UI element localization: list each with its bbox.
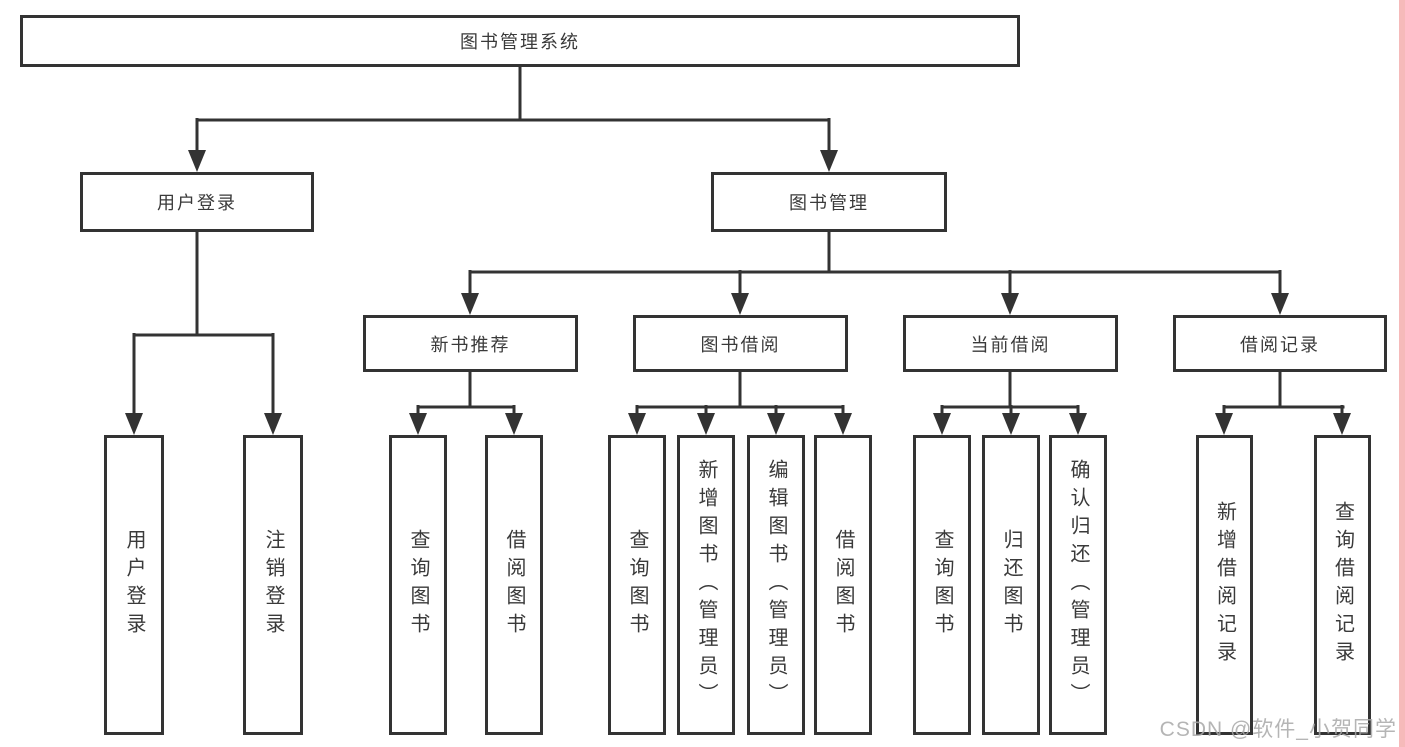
node-label: 查询图书 [931,529,953,641]
node-label: 图书借阅 [700,334,781,355]
node-label: 借阅图书 [832,529,854,641]
node-leaf-add-borrow-record: 新增借阅记录 [1196,435,1253,735]
node-label: 新书推荐 [430,334,511,355]
node-label: 确认归还（管理员） [1067,459,1089,711]
node-book-borrowing: 图书借阅 [633,315,848,372]
node-label: 当前借阅 [970,334,1051,355]
node-leaf-query-books-current: 查询图书 [913,435,971,735]
node-label: 编辑图书（管理员） [765,459,787,711]
node-label: 新增图书（管理员） [695,459,717,711]
node-label: 借阅记录 [1240,334,1320,355]
node-leaf-logout: 注销登录 [243,435,303,735]
node-label: 图书管理 [789,193,869,213]
node-label: 图书管理系统 [460,32,580,52]
node-leaf-confirm-return-admin: 确认归还（管理员） [1049,435,1107,735]
node-user-login-branch: 用户登录 [80,172,314,232]
arrowhead-icons [125,150,1351,435]
node-label: 查询借阅记录 [1331,501,1354,669]
node-book-management-system: 图书管理系统 [20,15,1020,67]
node-leaf-query-borrow-record: 查询借阅记录 [1314,435,1371,735]
node-book-management: 图书管理 [711,172,947,232]
node-leaf-query-books-borrowing: 查询图书 [608,435,666,735]
node-leaf-query-books-recommend: 查询图书 [389,435,447,735]
node-leaf-borrow-books: 借阅图书 [814,435,872,735]
node-leaf-user-login: 用户登录 [104,435,164,735]
node-label: 新增借阅记录 [1213,501,1236,669]
node-label: 归还图书 [1000,529,1022,641]
right-edge-accent-strip [1399,0,1405,747]
node-label: 查询图书 [626,529,648,641]
node-current-borrowing: 当前借阅 [903,315,1118,372]
node-leaf-return-books: 归还图书 [982,435,1040,735]
node-label: 查询图书 [407,529,429,641]
csdn-watermark: CSDN @软件_小贺同学 [1159,718,1397,741]
node-label: 用户登录 [123,529,145,641]
node-leaf-borrow-books-recommend: 借阅图书 [485,435,543,735]
node-borrowing-records: 借阅记录 [1173,315,1387,372]
node-leaf-edit-books-admin: 编辑图书（管理员） [747,435,805,735]
node-label: 注销登录 [262,529,284,641]
node-label: 借阅图书 [503,529,525,641]
node-label: 用户登录 [157,193,237,213]
node-leaf-add-books-admin: 新增图书（管理员） [677,435,735,735]
node-new-book-recommend: 新书推荐 [363,315,578,372]
